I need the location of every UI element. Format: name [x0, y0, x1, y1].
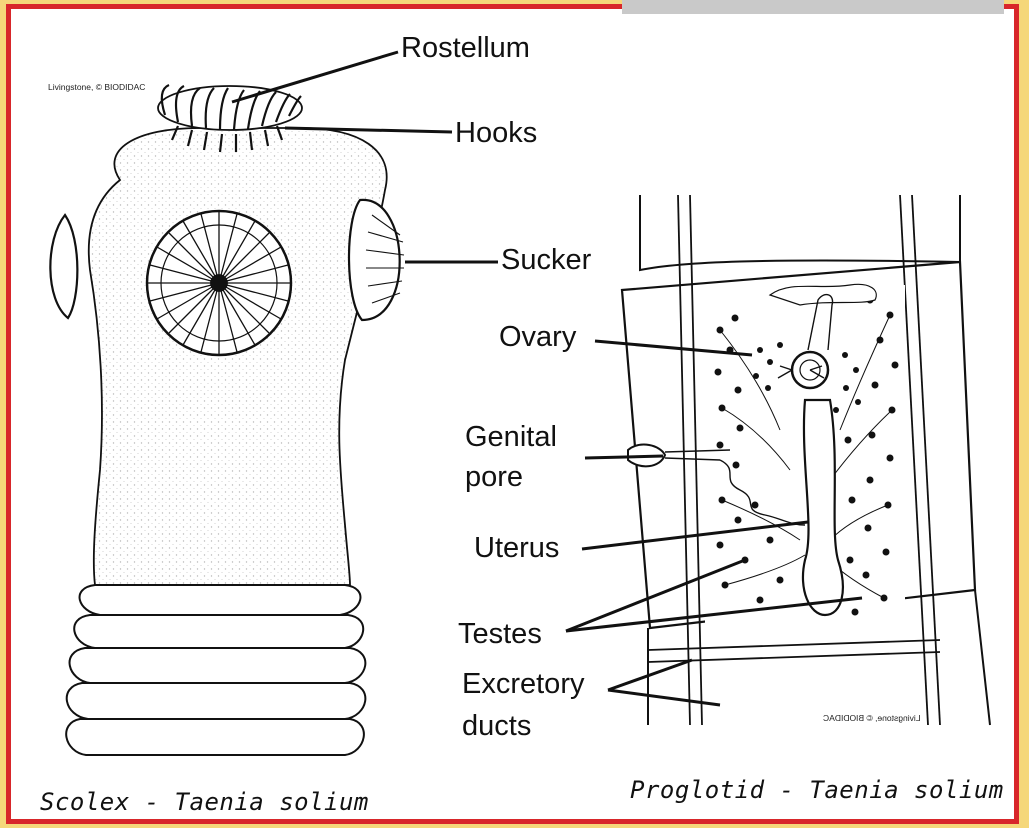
proglottid-drawing [566, 195, 990, 725]
scolex-caption: Scolex - Taenia solium [40, 788, 369, 816]
label-pore: pore [465, 462, 523, 492]
label-genital: Genital [465, 422, 557, 452]
label-hooks: Hooks [455, 118, 537, 148]
scolex-credit: Livingstone, © BIODIDAC [48, 82, 145, 92]
label-sucker: Sucker [501, 245, 591, 275]
label-uterus: Uterus [474, 533, 559, 563]
proglottid-credit: Livingstone, © BIODIDAC [823, 713, 920, 723]
label-rostellum: Rostellum [401, 33, 530, 63]
label-excretory: Excretory [462, 669, 584, 699]
scolex-drawing [50, 52, 498, 755]
label-testes: Testes [458, 619, 542, 649]
label-ovary: Ovary [499, 322, 576, 352]
rostellum-shape [158, 86, 302, 130]
scolex-head [89, 128, 387, 585]
neck-segments [66, 585, 365, 755]
label-ducts: ducts [462, 711, 531, 741]
proglottid-caption: Proglotid - Taenia solium [630, 776, 1004, 804]
left-sucker [50, 215, 77, 318]
